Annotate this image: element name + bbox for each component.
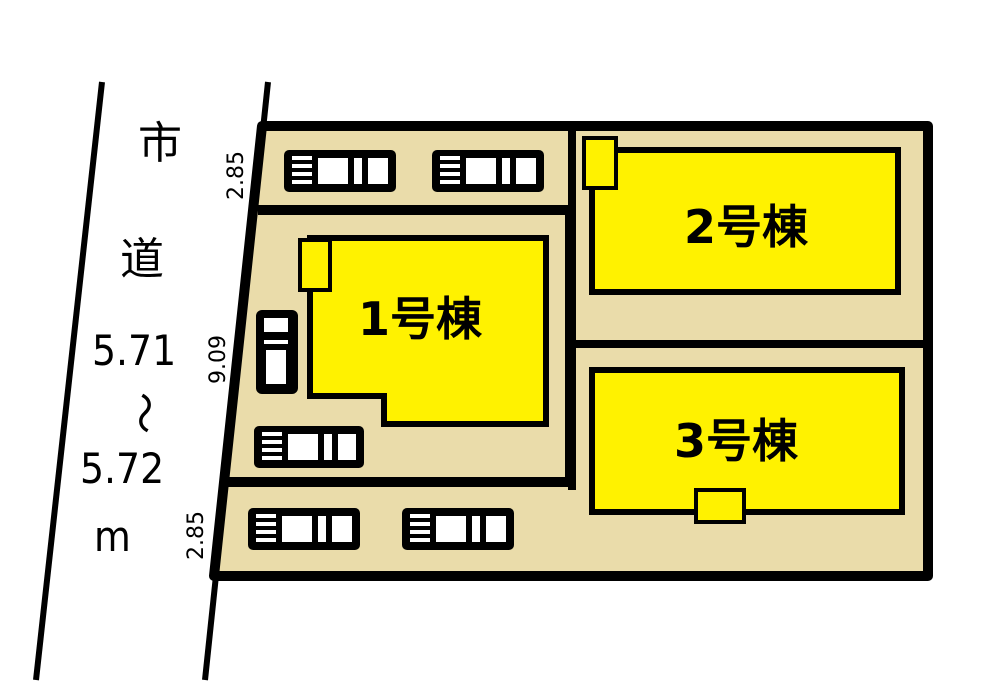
building-2-label: 2号棟	[684, 200, 809, 254]
road-label-char-1: 市	[138, 118, 182, 169]
building-2-porch	[582, 136, 618, 190]
road-width-min: 5.71	[92, 326, 177, 375]
dimension-top-frontage: 2.85	[224, 151, 249, 200]
building-2-footprint	[589, 147, 901, 295]
parking-car-6	[256, 310, 298, 394]
road-width-max: 5.72	[80, 444, 165, 493]
road-edge-line	[33, 81, 105, 681]
road-width-unit: m	[94, 512, 131, 561]
road-label-char-2: 道	[120, 234, 164, 285]
dimension-bottom-frontage: 2.85	[184, 511, 209, 560]
parking-car-4	[248, 508, 360, 550]
parking-car-5	[402, 508, 514, 550]
building-3-label: 3号棟	[674, 414, 799, 468]
building-1-porch	[298, 238, 332, 292]
dimension-middle-frontage: 9.09	[206, 335, 231, 384]
parking-car-3	[254, 426, 364, 468]
parking-car-1	[284, 150, 396, 192]
building-3-porch	[694, 488, 746, 524]
building-1-label: 1号棟	[358, 292, 483, 346]
road-width-range-sep: 〜	[119, 391, 169, 435]
building-1-footprint	[307, 235, 549, 427]
building-3-footprint	[589, 367, 905, 515]
parking-car-2	[432, 150, 544, 192]
